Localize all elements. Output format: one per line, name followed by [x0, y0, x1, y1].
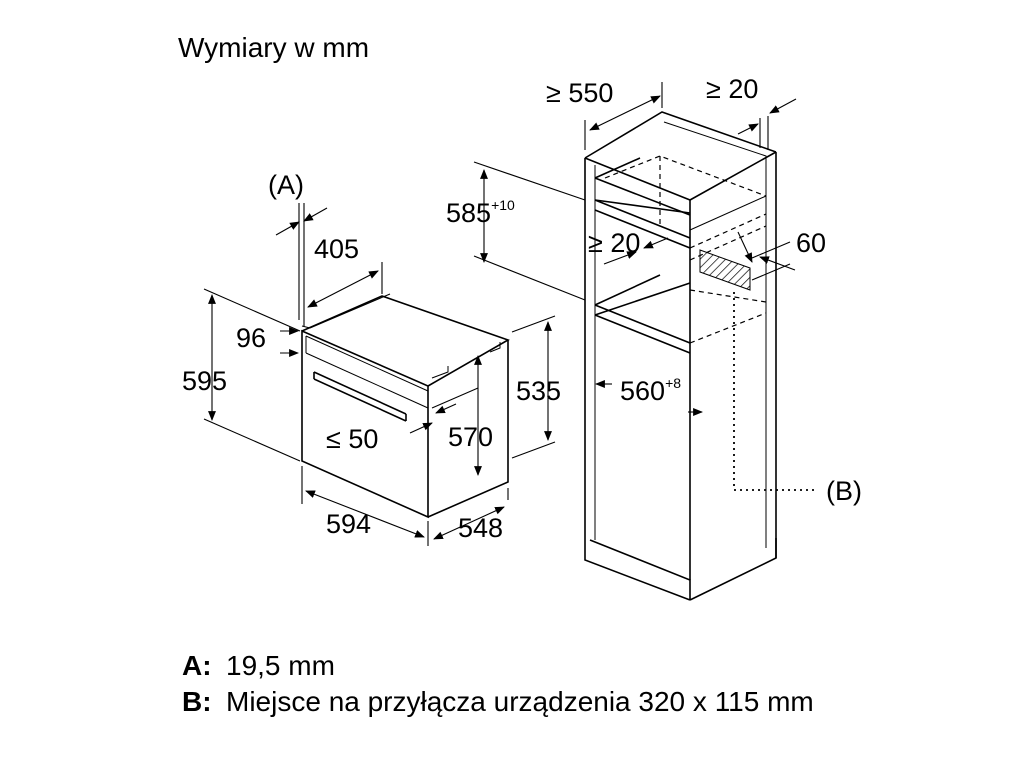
dim-front-height: 96 [236, 323, 266, 353]
dim-back-gap: ≥ 20 [706, 74, 758, 104]
oven-dimension-labels: (A) 405 96 595 ≤ 50 570 535 594 548 [182, 170, 561, 543]
dim-width: 594 [326, 509, 371, 539]
dim-niche-height: 585+10 [446, 197, 515, 228]
dim-panel-height: 535 [516, 376, 561, 406]
dim-niche-width: 560+8 [620, 375, 681, 406]
dim-inner-height: 570 [448, 422, 493, 452]
legend-text-b: Miejsce na przyłącza urządzenia 320 x 11… [226, 686, 814, 717]
dim-height: 595 [182, 366, 227, 396]
legend-row-a: A: 19,5 mm [182, 648, 982, 684]
dim-handle-offset: ≤ 50 [326, 424, 378, 454]
dim-vent-height: 60 [796, 228, 826, 258]
dim-cabinet-depth: ≥ 550 [546, 78, 613, 108]
dim-depth-front: 405 [314, 234, 359, 264]
legend-key-a: A: [182, 650, 212, 681]
dim-niche-height-value: 585 [446, 198, 491, 228]
oven-dimension-lines [203, 203, 556, 546]
cabinet-dimension-labels: ≥ 550 ≥ 20 585+10 ≥ 20 60 560+8 (B) [446, 74, 862, 506]
dim-vent-gap: ≥ 20 [588, 228, 640, 258]
cabinet-drawing [584, 111, 818, 601]
cabinet-dimension-lines [473, 82, 797, 416]
label-b: (B) [826, 476, 862, 506]
legend-key-b: B: [182, 686, 212, 717]
diagram-title: Wymiary w mm [178, 32, 369, 63]
legend-row-b: B: Miejsce na przyłącza urządzenia 320 x… [182, 684, 982, 720]
legend-text-a: 19,5 mm [226, 650, 335, 681]
dim-depth: 548 [458, 513, 503, 543]
dim-niche-width-tol: +8 [665, 375, 681, 391]
dim-niche-height-tol: +10 [491, 197, 515, 213]
legend: A: 19,5 mm B: Miejsce na przyłącza urząd… [182, 648, 982, 720]
oven-drawing [301, 293, 510, 519]
dim-niche-width-value: 560 [620, 376, 665, 406]
label-a: (A) [268, 170, 304, 200]
